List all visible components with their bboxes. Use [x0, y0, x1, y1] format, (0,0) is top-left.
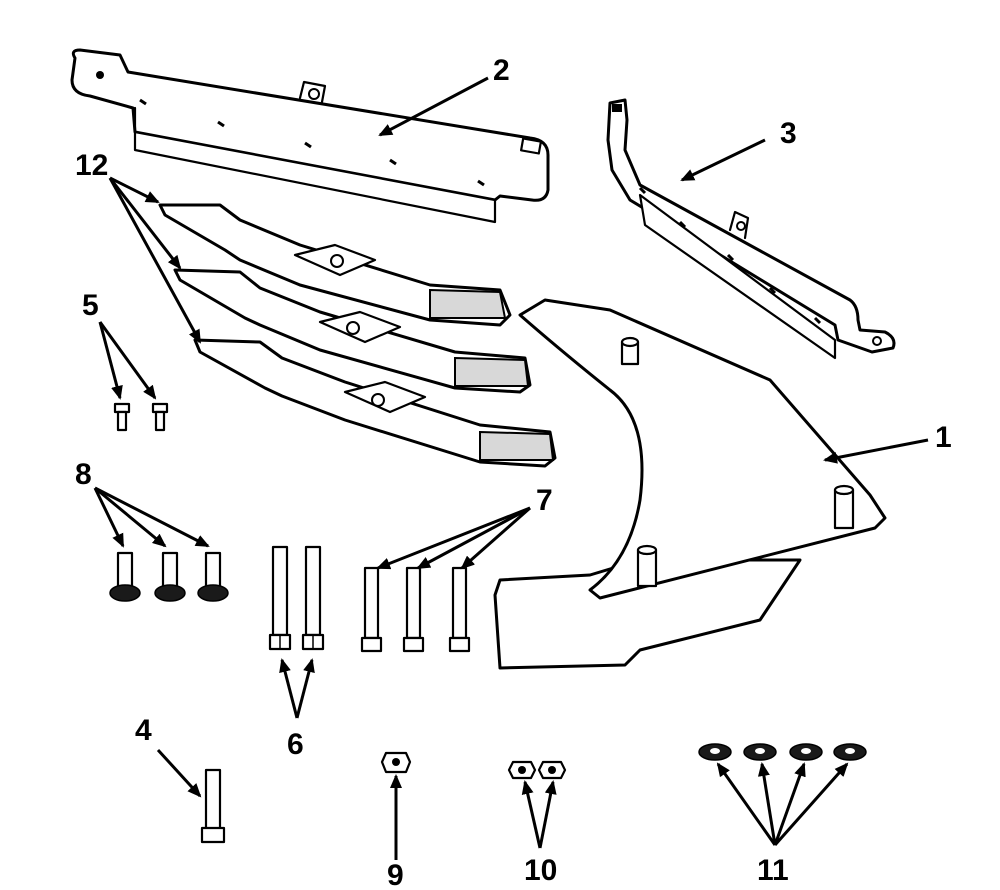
leader-8 [93, 486, 210, 548]
part-8-carriage-bolts [109, 551, 229, 602]
housing-post-1 [620, 336, 640, 366]
housing-post-3 [636, 544, 658, 588]
washer-11d [833, 743, 867, 761]
blade-3 [193, 338, 557, 468]
callout-3: 3 [780, 117, 797, 150]
leader-12 [108, 176, 202, 344]
leader-3 [680, 138, 766, 182]
leader-7 [376, 506, 531, 570]
long-bolt-6b [301, 545, 325, 651]
leader-11 [716, 762, 849, 846]
leader-5 [98, 321, 157, 400]
part-11-washers [698, 743, 867, 761]
washer-11a [698, 743, 732, 761]
carriage-bolt-8c [197, 551, 229, 602]
callout-4: 4 [135, 714, 152, 747]
carriage-bolt-8b [154, 551, 186, 602]
washer-11c [789, 743, 823, 761]
leader-1 [823, 438, 929, 464]
carriage-bolt-8a [109, 551, 141, 602]
callout-1: 1 [935, 421, 952, 454]
leader-lines [93, 76, 929, 860]
blade-2 [173, 268, 532, 394]
part-4-bolt [200, 768, 226, 844]
callout-labels: 2 3 1 12 5 8 7 6 4 9 10 11 [75, 54, 952, 890]
bolt-7a [360, 566, 383, 653]
part-9-nut [380, 751, 412, 774]
part-2-baffle-bracket [70, 48, 550, 224]
housing-post-2 [833, 484, 855, 530]
leader-4 [156, 748, 202, 798]
bolt-5a [113, 402, 131, 432]
part-12-mower-blades [158, 203, 557, 468]
part-3-baffle-bracket [606, 98, 896, 360]
bolt-7b [402, 566, 425, 653]
callout-6: 6 [287, 728, 304, 761]
callout-12: 12 [75, 149, 108, 182]
part-10-nuts [507, 760, 567, 780]
part-6-long-bolts [268, 545, 325, 651]
callout-10: 10 [524, 854, 557, 887]
washer-11b [743, 743, 777, 761]
part-7-bolts [360, 566, 471, 653]
part-1-deck-housing [493, 298, 887, 670]
leader-10 [521, 780, 557, 849]
long-bolt-6a [268, 545, 292, 651]
leader-2 [378, 76, 489, 137]
bolt-7c [448, 566, 471, 653]
part-5-bolts [113, 402, 169, 432]
bolt-5b [151, 402, 169, 432]
callout-5: 5 [82, 289, 99, 322]
callout-2: 2 [493, 54, 510, 87]
callout-9: 9 [387, 859, 404, 890]
leader-6 [279, 658, 315, 719]
callout-8: 8 [75, 458, 92, 491]
blade-1 [158, 203, 512, 327]
callout-11: 11 [757, 854, 789, 887]
callout-7: 7 [536, 484, 553, 517]
